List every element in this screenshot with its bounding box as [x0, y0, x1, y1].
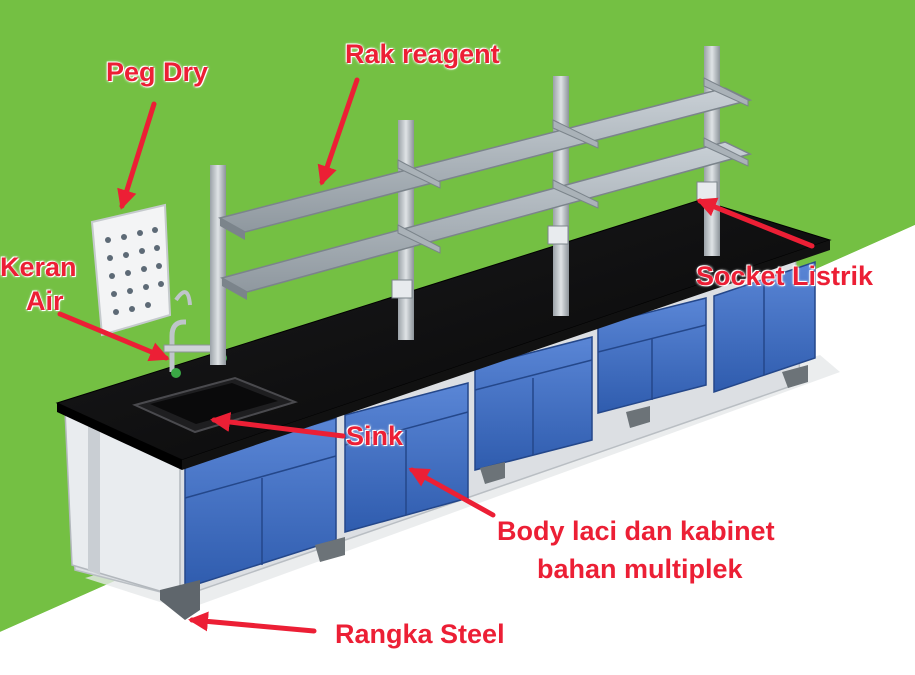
arrow-sink [210, 412, 346, 439]
socket-1 [391, 279, 413, 299]
cabinet-drawer-line-1 [184, 455, 337, 499]
label-peg-dry: Peg Dry [106, 57, 209, 87]
steel-foot-left [160, 580, 200, 620]
label-sink: Sink [346, 421, 404, 451]
faucet [169, 319, 186, 372]
steel-foot-mid-1 [315, 537, 345, 562]
socket-3 [696, 181, 718, 201]
label-body-line2: bahan multiplek [537, 554, 743, 584]
steel-foot-mid-3 [626, 406, 650, 428]
rack-shelf-upper [218, 87, 753, 233]
arrow-socket-listrik [696, 197, 815, 249]
annotation-arrows [57, 77, 815, 634]
label-keran-air-line2: Air [26, 286, 64, 316]
arrow-rangka-steel [188, 611, 317, 634]
socket-2 [547, 225, 569, 245]
left-end-slot [88, 425, 100, 575]
arrow-rak-reagent [317, 77, 360, 186]
faucet-spout [174, 290, 192, 306]
peg-board [90, 203, 172, 337]
sink-inner [150, 383, 278, 424]
rack-post-1 [210, 165, 226, 365]
arrow-keran-air [57, 311, 170, 362]
steel-foot-right [782, 365, 808, 388]
faucet-valve-left [171, 368, 181, 378]
label-body-line1: Body laci dan kabinet [497, 516, 775, 546]
peg-board-pegs [105, 227, 164, 315]
rack-shelf-upper-lip [220, 218, 245, 240]
label-rangka-steel: Rangka Steel [335, 619, 505, 649]
label-keran-air-line1: Keran [0, 252, 77, 282]
cabinet-drawer-line-2 [344, 411, 469, 446]
rack-shelf-lower-lip [222, 278, 247, 300]
label-rak-reagent: Rak reagent [345, 39, 500, 69]
arrow-body [408, 467, 496, 518]
arrow-peg-dry [117, 101, 157, 210]
rack-brackets [397, 77, 749, 254]
label-socket-listrik: Socket Listrik [696, 261, 874, 291]
steel-foot-mid-2 [480, 462, 505, 484]
countertop-edge [57, 403, 182, 470]
cabinet-drawer-line-3 [474, 359, 593, 391]
countertop-front-edge [182, 240, 830, 470]
